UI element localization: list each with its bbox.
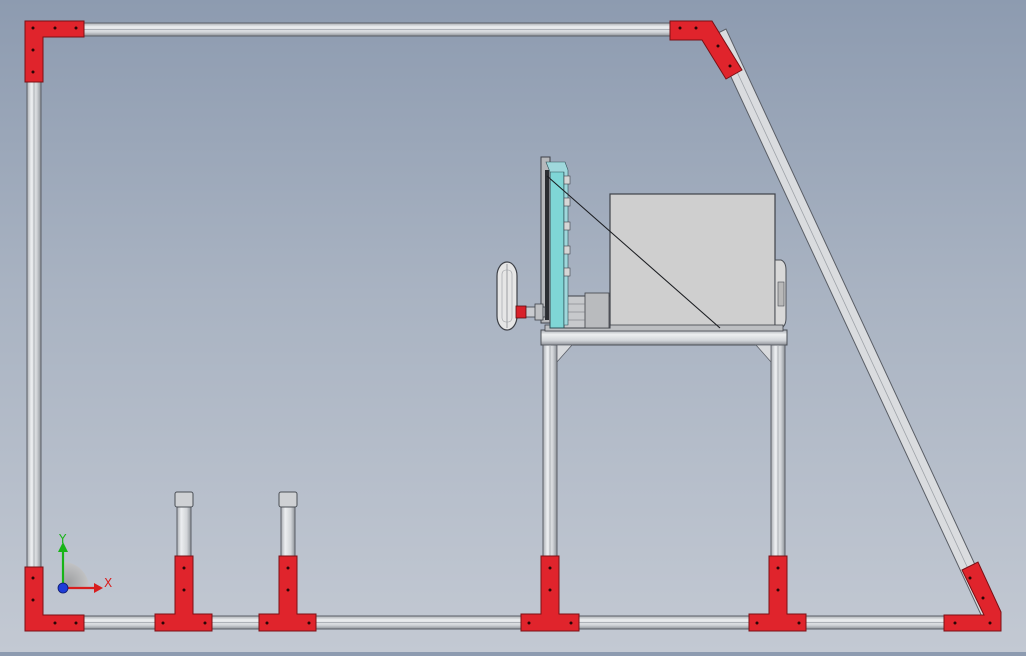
- test-rig-assembly: [496, 156, 787, 332]
- table-top: [540, 329, 788, 346]
- bracket-post-1: [154, 555, 213, 632]
- bracket-bottom-left: [24, 566, 85, 632]
- tension-cable: [546, 175, 721, 329]
- bracket-table-leg-right: [748, 555, 807, 632]
- bracket-bottom-right: [943, 561, 1002, 632]
- triad-x-label: X: [104, 576, 112, 590]
- triad-y-label: Y: [58, 532, 67, 546]
- bracket-post-2: [258, 555, 317, 632]
- coordinate-triad: Y X: [57, 532, 112, 594]
- bracket-table-leg-left: [520, 555, 580, 632]
- bracket-top-left: [24, 20, 85, 83]
- motor-housing-box: [609, 193, 776, 329]
- table-stand: [540, 329, 788, 618]
- z-axis-dot: [57, 582, 69, 594]
- mount-plate: [549, 165, 565, 329]
- bracket-bolts: [31, 26, 992, 625]
- bracket-top-right: [669, 20, 743, 80]
- corner-brackets: [24, 20, 1002, 632]
